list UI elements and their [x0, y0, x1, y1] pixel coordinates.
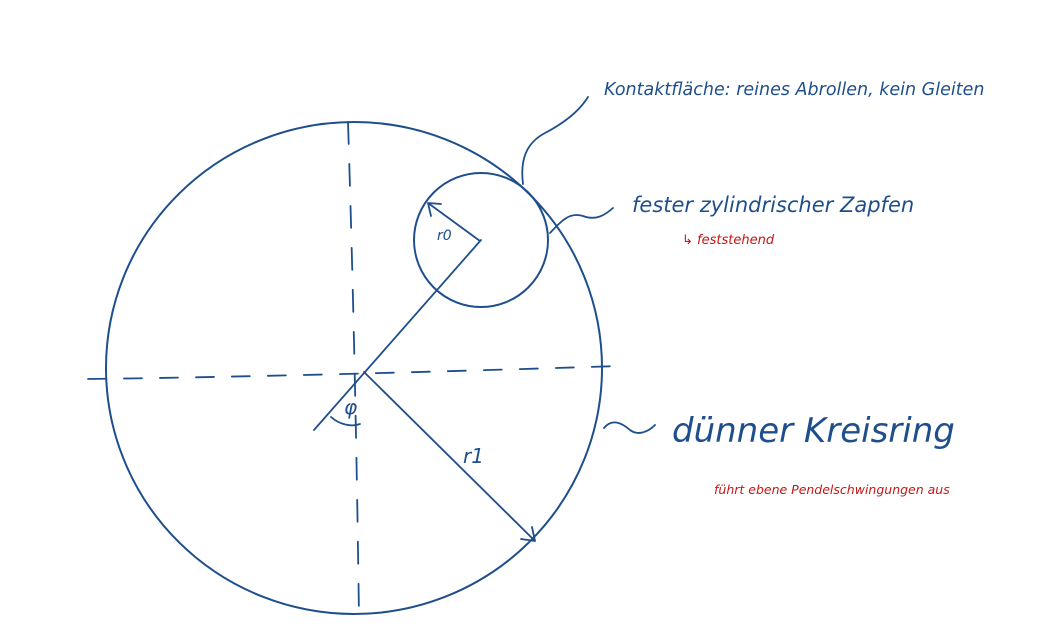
horizontal-axis: [87, 365, 621, 380]
contact-surface-label: Kontaktfläche: reines Abrollen, kein Gle…: [604, 80, 984, 100]
ring-leader: [603, 421, 656, 434]
thin-ring: [105, 121, 603, 615]
pin-label: fester zylindrischer Zapfen: [632, 193, 914, 217]
phi-label: φ: [344, 395, 357, 419]
r0-radius-arrow: [427, 202, 481, 242]
pin-note: ↳ feststehend: [682, 233, 775, 248]
r1-radius-arrow: [363, 371, 536, 542]
vertical-axis: [347, 121, 360, 618]
r1-label: r1: [463, 444, 484, 468]
ring-label: dünner Kreisring: [672, 411, 955, 451]
ring-note: führt ebene Pendelschwingungen aus: [714, 482, 950, 497]
pin-leader: [549, 207, 614, 234]
fixed-pin: [413, 172, 549, 308]
contact-leader: [521, 96, 589, 185]
phi-angle-arc: [330, 416, 361, 427]
center-line: [313, 239, 482, 431]
r0-label: r0: [437, 228, 452, 244]
